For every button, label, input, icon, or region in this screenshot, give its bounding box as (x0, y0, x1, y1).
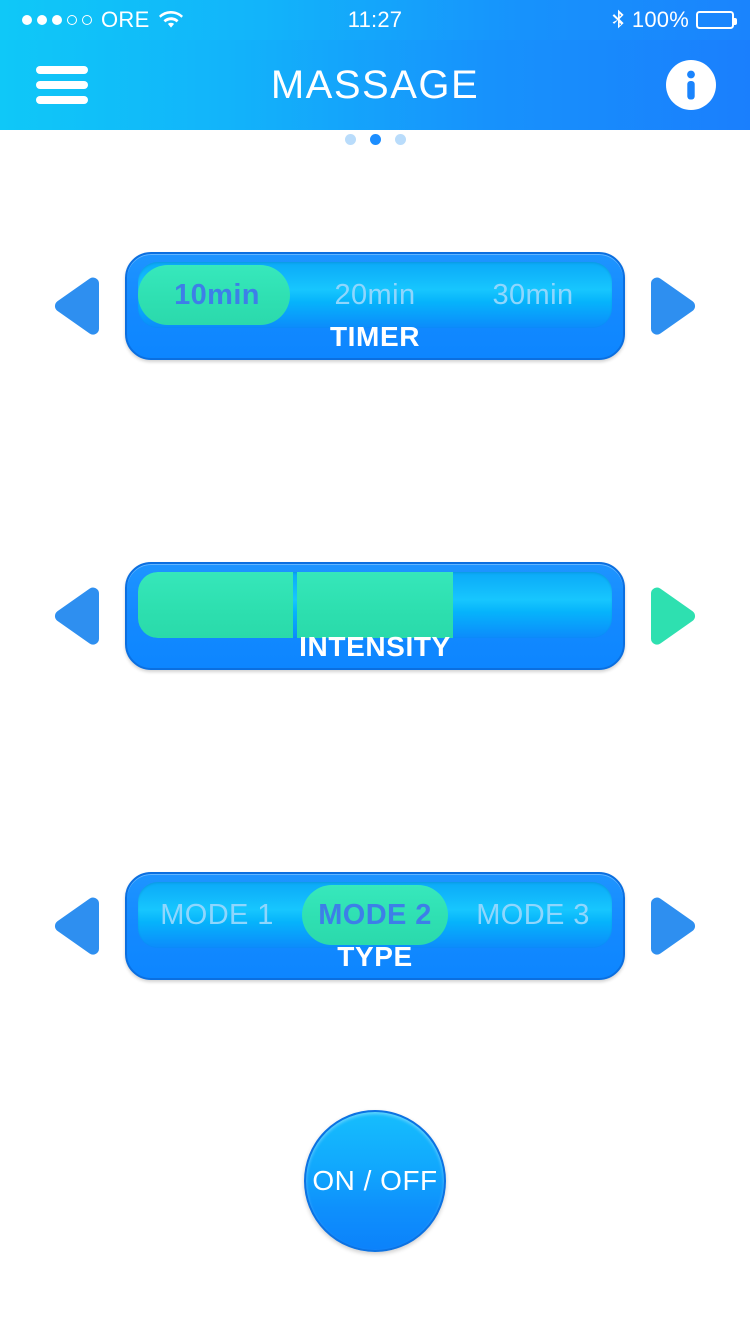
type-option-2[interactable]: MODE 3 (476, 898, 590, 931)
page-dot-3[interactable] (394, 134, 406, 145)
battery-full-icon (696, 11, 737, 29)
timer-option-0[interactable]: 10min (138, 262, 296, 328)
page-dot-1[interactable] (344, 134, 356, 145)
navigation-bar: MASSAGE (0, 40, 750, 130)
status-bar-time: 11:27 (347, 7, 403, 32)
timer-caption: TIMER (329, 321, 421, 352)
wifi-icon (158, 11, 183, 29)
page-dot-2[interactable] (369, 134, 381, 145)
type-previous-arrow-left-icon[interactable] (51, 895, 107, 957)
timer-control[interactable]: 10min 20min 30min TIMER (125, 252, 625, 360)
type-track: MODE 1 MODE 2 MODE 3 (138, 882, 612, 948)
type-caption: TYPE (337, 941, 413, 972)
type-next-arrow-right-icon[interactable] (643, 895, 699, 957)
status-bar: ORE 11:27 100% (0, 0, 750, 40)
power-button-container: ON / OFF (0, 1110, 750, 1252)
intensity-bar-3[interactable] (457, 572, 612, 638)
intensity-bar-1[interactable] (138, 572, 294, 638)
page-indicator (0, 134, 750, 145)
battery-percent-label: 100% (631, 7, 689, 32)
control-row-intensity: INTENSITY (0, 556, 750, 676)
page-title: MASSAGE (270, 62, 480, 107)
status-bar-right: 100% (611, 7, 750, 33)
type-control[interactable]: MODE 1 MODE 2 MODE 3 TYPE (125, 872, 625, 980)
timer-option-1[interactable]: 20min (334, 278, 416, 311)
intensity-caption: INTENSITY (299, 631, 451, 662)
intensity-track (138, 572, 612, 638)
control-row-type: MODE 1 MODE 2 MODE 3 TYPE (0, 866, 750, 986)
intensity-control[interactable]: INTENSITY (125, 562, 625, 670)
carrier-label: ORE (101, 7, 150, 32)
timer-option-2[interactable]: 30min (492, 278, 574, 311)
timer-track: 10min 20min 30min (138, 262, 612, 328)
intensity-decrease-arrow-left-icon[interactable] (51, 585, 107, 647)
timer-decrease-arrow-left-icon[interactable] (51, 275, 107, 337)
type-option-0[interactable]: MODE 1 (160, 898, 274, 931)
signal-strength-icon (22, 15, 92, 25)
timer-increase-arrow-right-icon[interactable] (643, 275, 699, 337)
power-on-off-button[interactable]: ON / OFF (304, 1110, 446, 1252)
intensity-increase-arrow-right-icon[interactable] (643, 585, 699, 647)
intensity-bar-2[interactable] (297, 572, 453, 638)
bluetooth-icon (611, 9, 625, 31)
type-option-1[interactable]: MODE 2 (296, 882, 454, 948)
hamburger-menu-icon[interactable] (36, 66, 88, 104)
info-icon[interactable] (665, 59, 717, 111)
control-row-timer: 10min 20min 30min TIMER (0, 246, 750, 366)
status-bar-left: ORE (0, 9, 183, 31)
